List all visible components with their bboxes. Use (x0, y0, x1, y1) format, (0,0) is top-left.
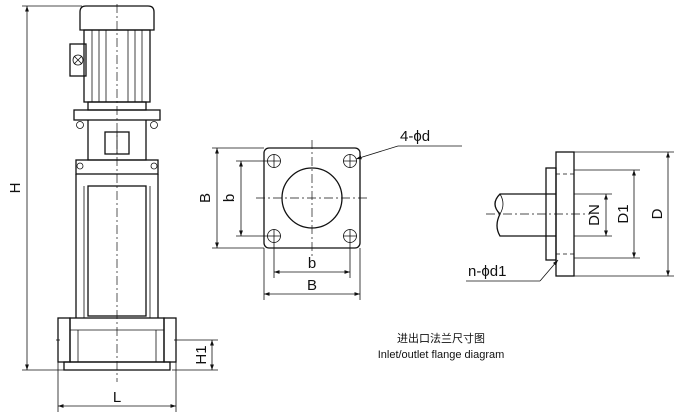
label-holes-square: 4-ϕd (400, 128, 430, 145)
bracket-flange (73, 109, 161, 121)
caption-english: Inlet/outlet flange diagram (378, 349, 505, 361)
dimension-B-horizontal: B (263, 248, 361, 300)
dimension-D1: D1 (574, 169, 640, 259)
terminal-box (69, 43, 87, 77)
label-DN: DN (586, 204, 603, 226)
base-foot (63, 361, 171, 371)
pipe-body (494, 193, 556, 237)
dimension-L: L (57, 362, 177, 412)
pump-head (75, 159, 159, 175)
label-L: L (113, 389, 121, 406)
dimension-b-horizontal: b (273, 242, 351, 278)
label-B-horizontal: B (307, 277, 317, 294)
pump-front-view (56, 4, 178, 382)
dimension-D: D (574, 151, 674, 277)
label-D1: D1 (615, 204, 632, 223)
motor-cooling-fins (91, 30, 143, 102)
label-b-vertical: b (221, 194, 238, 202)
dimension-B-vertical: B (197, 147, 264, 249)
motor-fan-cover (79, 5, 155, 31)
terminal-screw-icon (72, 54, 84, 66)
dimension-H: H (7, 5, 82, 371)
holes-square-callout: 4-ϕd (355, 128, 462, 160)
caption-chinese: 进出口法兰尺寸图 (397, 331, 485, 345)
dimension-H1: H1 (172, 339, 218, 371)
label-B-vertical: B (197, 193, 214, 203)
label-H1: H1 (193, 345, 210, 364)
flange-bolt-holes (267, 154, 357, 243)
pump-barrel (87, 185, 147, 317)
round-flange-side-view (486, 151, 590, 277)
label-holes-round: n-ϕd1 (468, 263, 506, 280)
dimension-DN: DN (574, 193, 612, 237)
square-flange-view (256, 140, 368, 256)
label-D: D (649, 208, 666, 219)
label-b-horizontal: b (308, 255, 316, 272)
label-H: H (7, 183, 24, 194)
holes-round-callout: n-ϕd1 (466, 259, 559, 282)
dimension-b-vertical: b (221, 160, 268, 237)
